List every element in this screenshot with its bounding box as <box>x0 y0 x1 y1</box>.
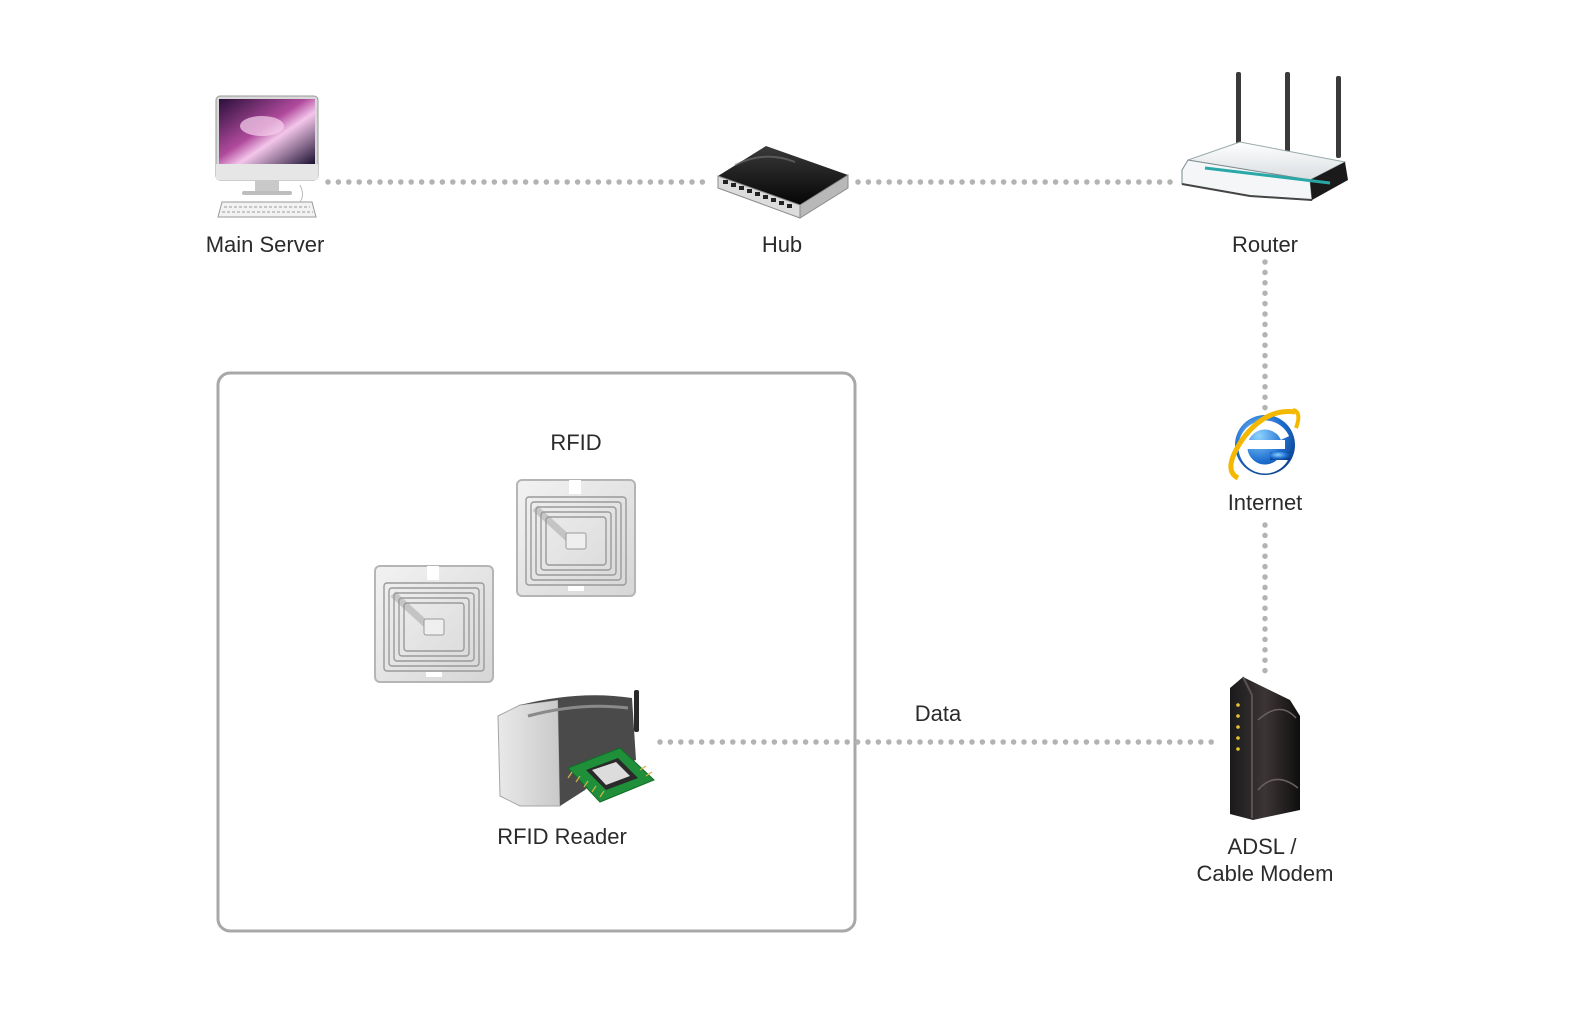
label-router: Router <box>1232 232 1298 257</box>
internet-explorer-icon <box>1228 408 1301 481</box>
rfid-tag-icon <box>374 565 494 683</box>
network-hub-icon <box>717 146 849 219</box>
rfid-group-box <box>216 371 857 933</box>
rfid-tag-icon <box>516 479 636 597</box>
label-data: Data <box>915 701 962 726</box>
label-hub: Hub <box>762 232 802 257</box>
label-modem-line1: ADSL / <box>1228 834 1298 859</box>
label-rfid-reader: RFID Reader <box>497 824 627 849</box>
wifi-router-icon <box>1181 72 1348 201</box>
label-internet: Internet <box>1228 490 1303 515</box>
imac-icon <box>215 95 319 218</box>
label-rfid: RFID <box>550 430 601 455</box>
label-main-server: Main Server <box>206 232 325 257</box>
label-modem-line2: Cable Modem <box>1197 861 1334 886</box>
cable-modem-icon <box>1230 676 1300 820</box>
rfid-reader-icon <box>497 690 655 807</box>
